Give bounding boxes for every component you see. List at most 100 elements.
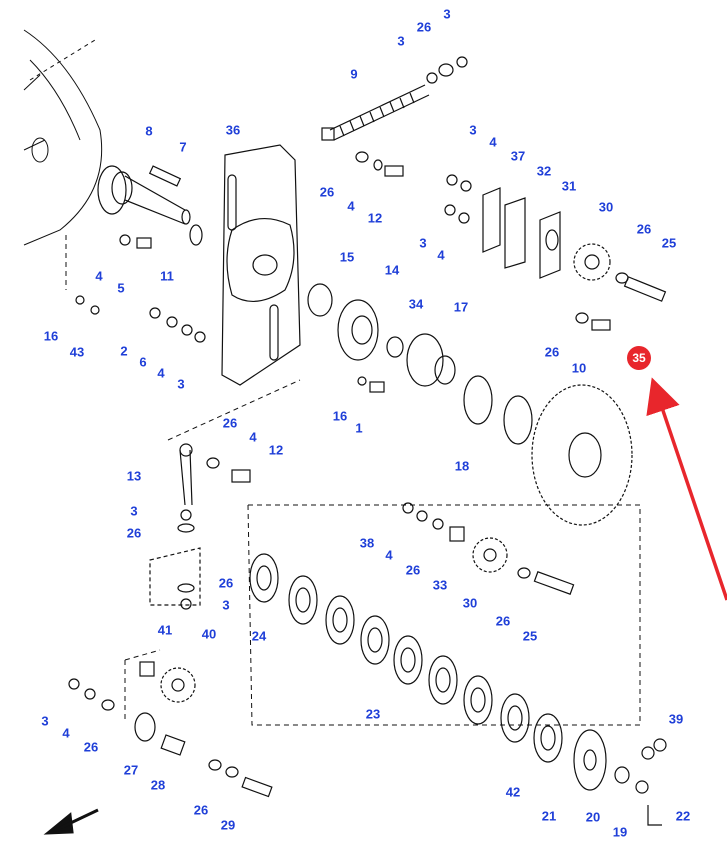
part-label: 8 bbox=[145, 123, 153, 139]
bolt-25-top bbox=[623, 276, 667, 302]
washer-26-b2 bbox=[225, 766, 239, 778]
direction-arrow bbox=[43, 808, 99, 835]
part-label: 26 bbox=[495, 613, 511, 629]
washer-26-lower bbox=[432, 518, 444, 530]
spacer-33 bbox=[449, 526, 465, 542]
bolt-10 bbox=[591, 319, 611, 331]
part-label: 40 bbox=[201, 626, 217, 642]
part-label: 4 bbox=[95, 268, 103, 284]
threaded-rod bbox=[321, 84, 430, 141]
part-label: 3 bbox=[41, 713, 49, 729]
nut-39a bbox=[641, 746, 655, 760]
hub-disc-21-center bbox=[583, 749, 597, 771]
spacer-28 bbox=[160, 734, 186, 756]
part-label: 36 bbox=[225, 122, 241, 138]
nut-3-low bbox=[180, 598, 192, 610]
part-label: 10 bbox=[571, 360, 587, 376]
part-label: 34 bbox=[408, 296, 424, 312]
part-label: 1 bbox=[355, 420, 363, 436]
part-label: 31 bbox=[561, 178, 577, 194]
part-label: 26 bbox=[416, 19, 432, 35]
part-label: 28 bbox=[150, 777, 166, 793]
washer-26-top bbox=[615, 272, 629, 284]
part-label: 26 bbox=[83, 739, 99, 755]
large-sprocket bbox=[531, 384, 633, 526]
part-label: 4 bbox=[62, 725, 70, 741]
part-label: 4 bbox=[249, 429, 257, 445]
part-label: 7 bbox=[179, 139, 187, 155]
part-label: 26 bbox=[319, 184, 335, 200]
part-label: 39 bbox=[668, 711, 684, 727]
hub-disc-21 bbox=[573, 729, 607, 791]
part-label: 26 bbox=[636, 221, 652, 237]
part-label: 21 bbox=[541, 808, 557, 824]
part-label: 23 bbox=[365, 706, 381, 722]
washer-20 bbox=[614, 766, 630, 784]
leader-lines bbox=[65, 235, 641, 726]
part-label: 29 bbox=[220, 817, 236, 833]
ring-washer-stack bbox=[249, 553, 563, 763]
part-label: 26 bbox=[544, 344, 560, 360]
nut-38 bbox=[402, 502, 414, 514]
washer-4-lower bbox=[416, 510, 428, 522]
part-label: 20 bbox=[585, 809, 601, 825]
mounting-plate bbox=[221, 144, 301, 386]
pin-22 bbox=[647, 805, 662, 826]
part-label: 4 bbox=[347, 198, 355, 214]
nut-19 bbox=[635, 780, 649, 794]
part-label: 26 bbox=[222, 415, 238, 431]
bearing-hub-stack bbox=[307, 283, 533, 445]
part-label: 4 bbox=[437, 247, 445, 263]
part-label: 17 bbox=[453, 299, 469, 315]
highlight-callout-35[interactable]: 35 bbox=[627, 346, 651, 370]
washer-26-low bbox=[177, 583, 195, 593]
bracket-assembly bbox=[482, 187, 561, 279]
sprocket-40 bbox=[160, 667, 196, 703]
part-label: 6 bbox=[139, 354, 147, 370]
part-label: 43 bbox=[69, 344, 85, 360]
part-label: 27 bbox=[123, 762, 139, 778]
part-label: 26 bbox=[126, 525, 142, 541]
stub-shaft bbox=[97, 165, 191, 225]
nut-12 bbox=[231, 469, 251, 483]
part-label: 9 bbox=[350, 66, 358, 82]
part-label: 3 bbox=[469, 122, 477, 138]
part-label: 37 bbox=[510, 148, 526, 164]
bolt-25-lower bbox=[533, 571, 575, 595]
part-label: 4 bbox=[385, 547, 393, 563]
nut-3-ll bbox=[68, 678, 80, 690]
part-label: 12 bbox=[268, 442, 284, 458]
part-label: 26 bbox=[193, 802, 209, 818]
hardware-left bbox=[75, 224, 385, 393]
part-label: 42 bbox=[505, 784, 521, 800]
part-label: 19 bbox=[612, 824, 628, 840]
part-label: 5 bbox=[117, 280, 125, 296]
washer-26-b1 bbox=[208, 759, 222, 771]
part-label: 4 bbox=[489, 134, 497, 150]
sprocket-small-top bbox=[573, 243, 611, 281]
part-label: 3 bbox=[443, 6, 451, 22]
part-label: 33 bbox=[432, 577, 448, 593]
hardware-top bbox=[355, 56, 472, 224]
part-label: 16 bbox=[43, 328, 59, 344]
nut-39b bbox=[653, 738, 667, 752]
bracket-outline bbox=[149, 547, 201, 606]
part-label: 41 bbox=[157, 622, 173, 638]
bolt-29 bbox=[241, 776, 273, 798]
washer-26-ll bbox=[101, 699, 115, 711]
washer-26-lower-right bbox=[517, 567, 531, 579]
part-label: 11 bbox=[160, 268, 174, 284]
part-label: 3 bbox=[419, 235, 427, 251]
part-label: 30 bbox=[462, 595, 478, 611]
part-label: 26 bbox=[218, 575, 234, 591]
washer-26-mid bbox=[575, 312, 589, 324]
bolt-13 bbox=[177, 443, 195, 533]
highlight-arrow bbox=[646, 377, 727, 601]
spacer-41 bbox=[139, 661, 155, 677]
part-label: 3 bbox=[130, 503, 138, 519]
part-label: 3 bbox=[222, 597, 230, 613]
part-label: 30 bbox=[598, 199, 614, 215]
part-label: 25 bbox=[661, 235, 677, 251]
